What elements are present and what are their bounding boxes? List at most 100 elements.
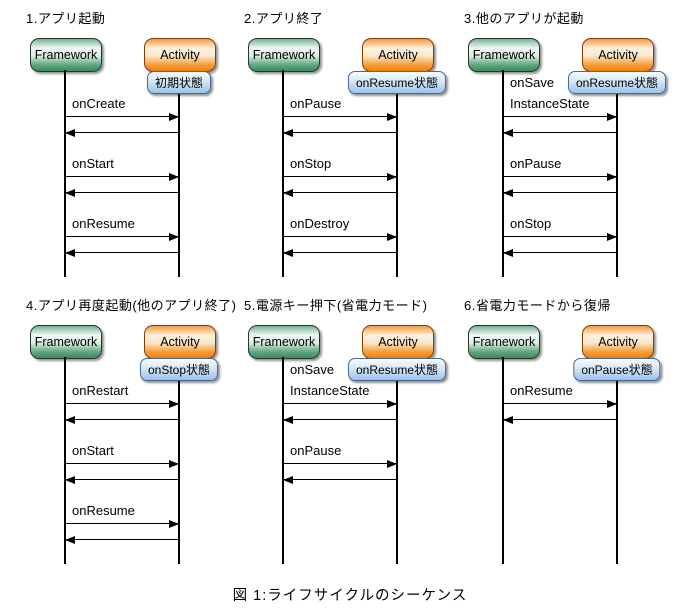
message-label: onPause — [290, 443, 342, 458]
return-arrow — [65, 249, 179, 257]
arrowhead-right-icon — [387, 400, 397, 408]
framework-label: Framework — [252, 335, 316, 349]
message-label: onStop — [290, 156, 332, 171]
return-arrow — [283, 249, 397, 257]
arrowhead-left-icon — [283, 249, 293, 257]
call-arrow — [283, 400, 397, 408]
arrowhead-right-icon — [607, 233, 617, 241]
arrowhead-right-icon — [607, 400, 617, 408]
panel-title: 3.他のアプリが起動 — [464, 11, 584, 26]
panel-title: 2.アプリ終了 — [244, 11, 324, 26]
return-arrow — [283, 476, 397, 484]
arrowhead-left-icon — [503, 249, 513, 257]
arrowhead-left-icon — [65, 249, 75, 257]
arrowhead-left-icon — [65, 129, 75, 137]
framework-label: Framework — [472, 335, 536, 349]
call-arrow — [283, 233, 397, 241]
message-label: onPause — [510, 156, 562, 171]
framework-label: Framework — [34, 48, 98, 62]
framework-box: Framework — [468, 325, 540, 359]
framework-lifeline — [64, 357, 66, 564]
call-arrow — [503, 173, 617, 181]
return-arrow — [503, 249, 617, 257]
panel-title: 6.省電力モードから復帰 — [464, 298, 611, 313]
framework-box: Framework — [30, 38, 102, 72]
activity-label: Activity — [160, 335, 200, 349]
state-badge: onResume状態 — [567, 71, 667, 94]
arrowhead-left-icon — [283, 129, 293, 137]
state-badge: onStop状態 — [139, 358, 219, 381]
framework-lifeline — [64, 70, 66, 277]
activity-box: Activity — [362, 38, 434, 72]
lifecycle-panel: 1.アプリ起動 Framework Activity 初期状態 onCreate… — [26, 8, 252, 280]
call-arrow — [65, 233, 179, 241]
arrowhead-right-icon — [607, 113, 617, 121]
framework-label: Framework — [472, 48, 536, 62]
state-badge: onResume状態 — [347, 71, 447, 94]
message-label: onResume — [72, 503, 135, 518]
activity-label: Activity — [378, 335, 418, 349]
arrowhead-left-icon — [65, 536, 75, 544]
framework-box: Framework — [30, 325, 102, 359]
message-label: onPause — [290, 96, 342, 111]
return-arrow — [283, 416, 397, 424]
arrowhead-right-icon — [169, 233, 179, 241]
return-arrow — [65, 129, 179, 137]
message-label: onSave InstanceState — [290, 362, 370, 398]
call-arrow — [283, 173, 397, 181]
call-arrow — [283, 113, 397, 121]
arrowhead-left-icon — [65, 476, 75, 484]
call-arrow — [503, 113, 617, 121]
arrowhead-right-icon — [387, 460, 397, 468]
lifecycle-panel: 5.電源キー押下(省電力モード) Framework Activity onRe… — [244, 295, 470, 567]
arrowhead-left-icon — [65, 416, 75, 424]
call-arrow — [65, 520, 179, 528]
message-label: onCreate — [72, 96, 126, 111]
arrowhead-left-icon — [503, 129, 513, 137]
activity-label: Activity — [598, 335, 638, 349]
state-badge: onPause状態 — [573, 358, 661, 381]
framework-lifeline — [282, 357, 284, 564]
arrowhead-right-icon — [169, 460, 179, 468]
arrowhead-left-icon — [283, 416, 293, 424]
activity-lifeline — [396, 94, 398, 277]
arrowhead-right-icon — [387, 113, 397, 121]
activity-box: Activity — [582, 38, 654, 72]
arrowhead-right-icon — [169, 173, 179, 181]
return-arrow — [283, 189, 397, 197]
activity-label: Activity — [160, 48, 200, 62]
activity-box: Activity — [582, 325, 654, 359]
arrowhead-right-icon — [169, 400, 179, 408]
activity-lifeline — [178, 94, 180, 277]
framework-box: Framework — [468, 38, 540, 72]
return-arrow — [503, 189, 617, 197]
return-arrow — [503, 416, 617, 424]
panel-title: 5.電源キー押下(省電力モード) — [244, 298, 428, 313]
message-label: onDestroy — [290, 216, 350, 231]
message-label: onStart — [72, 156, 114, 171]
framework-label: Framework — [34, 335, 98, 349]
message-label: onResume — [510, 383, 573, 398]
framework-box: Framework — [248, 325, 320, 359]
arrowhead-right-icon — [607, 173, 617, 181]
return-arrow — [503, 129, 617, 137]
message-label: onResume — [72, 216, 135, 231]
figure-caption: 図 1:ライフサイクルのシーケンス — [232, 588, 468, 604]
arrowhead-right-icon — [387, 173, 397, 181]
panel-title: 4.アプリ再度起動(他のアプリ終了) — [26, 298, 237, 313]
call-arrow — [65, 400, 179, 408]
state-badge: onResume状態 — [347, 358, 447, 381]
return-arrow — [65, 189, 179, 197]
lifecycle-panel: 2.アプリ終了 Framework Activity onResume状態 on… — [244, 8, 470, 280]
arrowhead-left-icon — [65, 189, 75, 197]
panel-title: 1.アプリ起動 — [26, 11, 106, 26]
activity-lifeline — [396, 381, 398, 564]
return-arrow — [65, 476, 179, 484]
message-label: onSave InstanceState — [510, 75, 590, 111]
lifecycle-panel: 3.他のアプリが起動 Framework Activity onResume状態… — [464, 8, 690, 280]
arrowhead-right-icon — [169, 113, 179, 121]
call-arrow — [65, 460, 179, 468]
activity-label: Activity — [378, 48, 418, 62]
activity-lifeline — [178, 381, 180, 564]
